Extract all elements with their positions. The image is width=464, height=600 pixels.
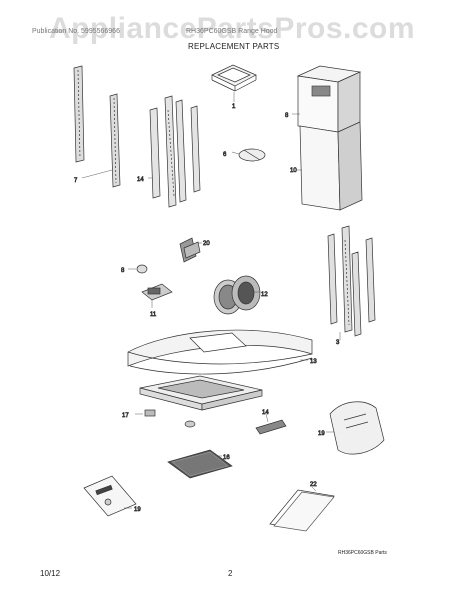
part-label-19-left: 19: [134, 507, 141, 513]
part-label-14: 14: [262, 410, 269, 416]
part-13-glass-canopy: [127, 329, 313, 375]
part-label-5: 7: [74, 178, 78, 184]
watermark: AppliancePartsPros.com: [48, 12, 416, 45]
part-6-7-chimney: [292, 65, 363, 211]
part-10-control-board: [141, 283, 173, 308]
part-label-7: 10: [290, 168, 297, 174]
model-title: RH36PC60GSB Range Hood: [186, 28, 278, 35]
part-4-damper: [231, 148, 266, 162]
part-label-6: 8: [285, 113, 289, 119]
part-label-12: 14: [137, 177, 144, 183]
part-1-mount-frame: [211, 64, 257, 102]
page-number: 2: [228, 569, 233, 578]
part-label-10: 11: [150, 312, 157, 318]
footer-date: 10/12: [40, 569, 61, 578]
part-label-8: 8: [121, 268, 125, 274]
part-17-light: [135, 409, 156, 417]
part-19-parts-bag: [326, 401, 385, 455]
part-12-rails: [148, 95, 201, 208]
part-label-4: 6: [223, 152, 227, 158]
part-11-blower: [213, 275, 261, 315]
part-16-grease-filter: [167, 449, 233, 479]
part-label-3: 3: [336, 340, 340, 346]
part-label-22: 22: [310, 482, 317, 488]
part-20-clip: [179, 237, 202, 263]
publication-number: Publication No. 5995566966: [32, 28, 120, 35]
part-14-light-bar: [255, 413, 287, 435]
part-8-knob: [128, 264, 148, 274]
hood-body-tray: [139, 375, 263, 411]
part-label-17: 17: [122, 413, 129, 419]
part-label-11: 12: [261, 292, 268, 298]
lamp-part: [184, 420, 196, 428]
part-label-13: 13: [310, 359, 317, 365]
part-19-manual: [83, 475, 137, 517]
part-label-19-right: 19: [318, 431, 325, 437]
part-label-16: 16: [223, 455, 230, 461]
part-5-rails: [73, 65, 121, 188]
part-3-rails: [327, 225, 376, 340]
part-label-1: 1: [232, 104, 236, 110]
model-code: RH36PC60GSB Parts: [338, 550, 387, 556]
part-label-20: 20: [203, 241, 210, 247]
page-title: REPLACEMENT PARTS: [188, 42, 280, 51]
part-22-sheet: [269, 486, 335, 532]
